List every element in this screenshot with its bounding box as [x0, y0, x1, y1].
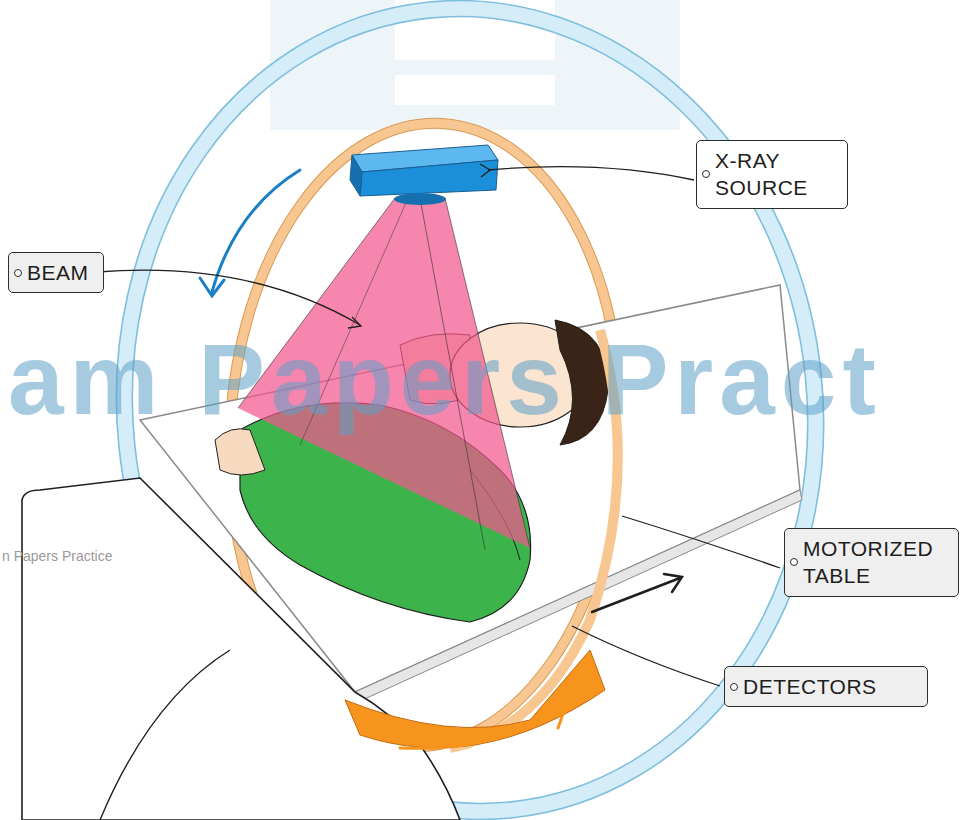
scanner-housing — [22, 478, 460, 820]
watermark-logo — [270, 0, 680, 130]
label-tag: MOTORIZED TABLE — [784, 528, 959, 597]
watermark: n Papers Practice — [2, 548, 113, 564]
rotation-arrow — [400, 708, 564, 748]
label-text: DETECTORS — [743, 673, 913, 700]
label-text: BEAM — [27, 259, 89, 286]
tag-dot — [702, 170, 710, 178]
label-tag: DETECTORS — [724, 666, 928, 707]
label-tag: BEAM — [8, 252, 104, 293]
xray-source — [350, 145, 498, 205]
detector-array — [345, 650, 605, 748]
tag-dot — [790, 558, 798, 566]
tag-dot — [14, 269, 22, 277]
tag-dot — [730, 683, 738, 691]
label-text: X-RAY SOURCE — [715, 147, 833, 202]
label-tag: X-RAY SOURCE — [696, 140, 848, 209]
rotation-arrow — [200, 170, 300, 296]
label-text: MOTORIZED TABLE — [803, 535, 944, 590]
table-motion-arrow — [592, 574, 682, 612]
watermark: am Papers Pract — [8, 322, 882, 437]
